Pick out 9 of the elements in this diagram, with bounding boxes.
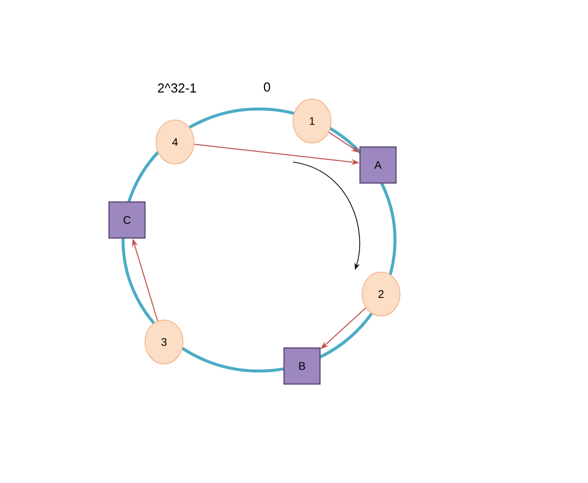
hash-point: 4: [156, 120, 194, 164]
hash-point: 3: [144, 320, 184, 364]
ring-label: 0: [264, 82, 270, 92]
hash-point: 2: [362, 272, 400, 316]
server-box: C: [108, 201, 146, 239]
ring-label: 2^32-1: [158, 83, 196, 93]
hash-point: 1: [292, 98, 332, 144]
server-box: A: [359, 146, 397, 184]
server-box: B: [283, 347, 321, 385]
